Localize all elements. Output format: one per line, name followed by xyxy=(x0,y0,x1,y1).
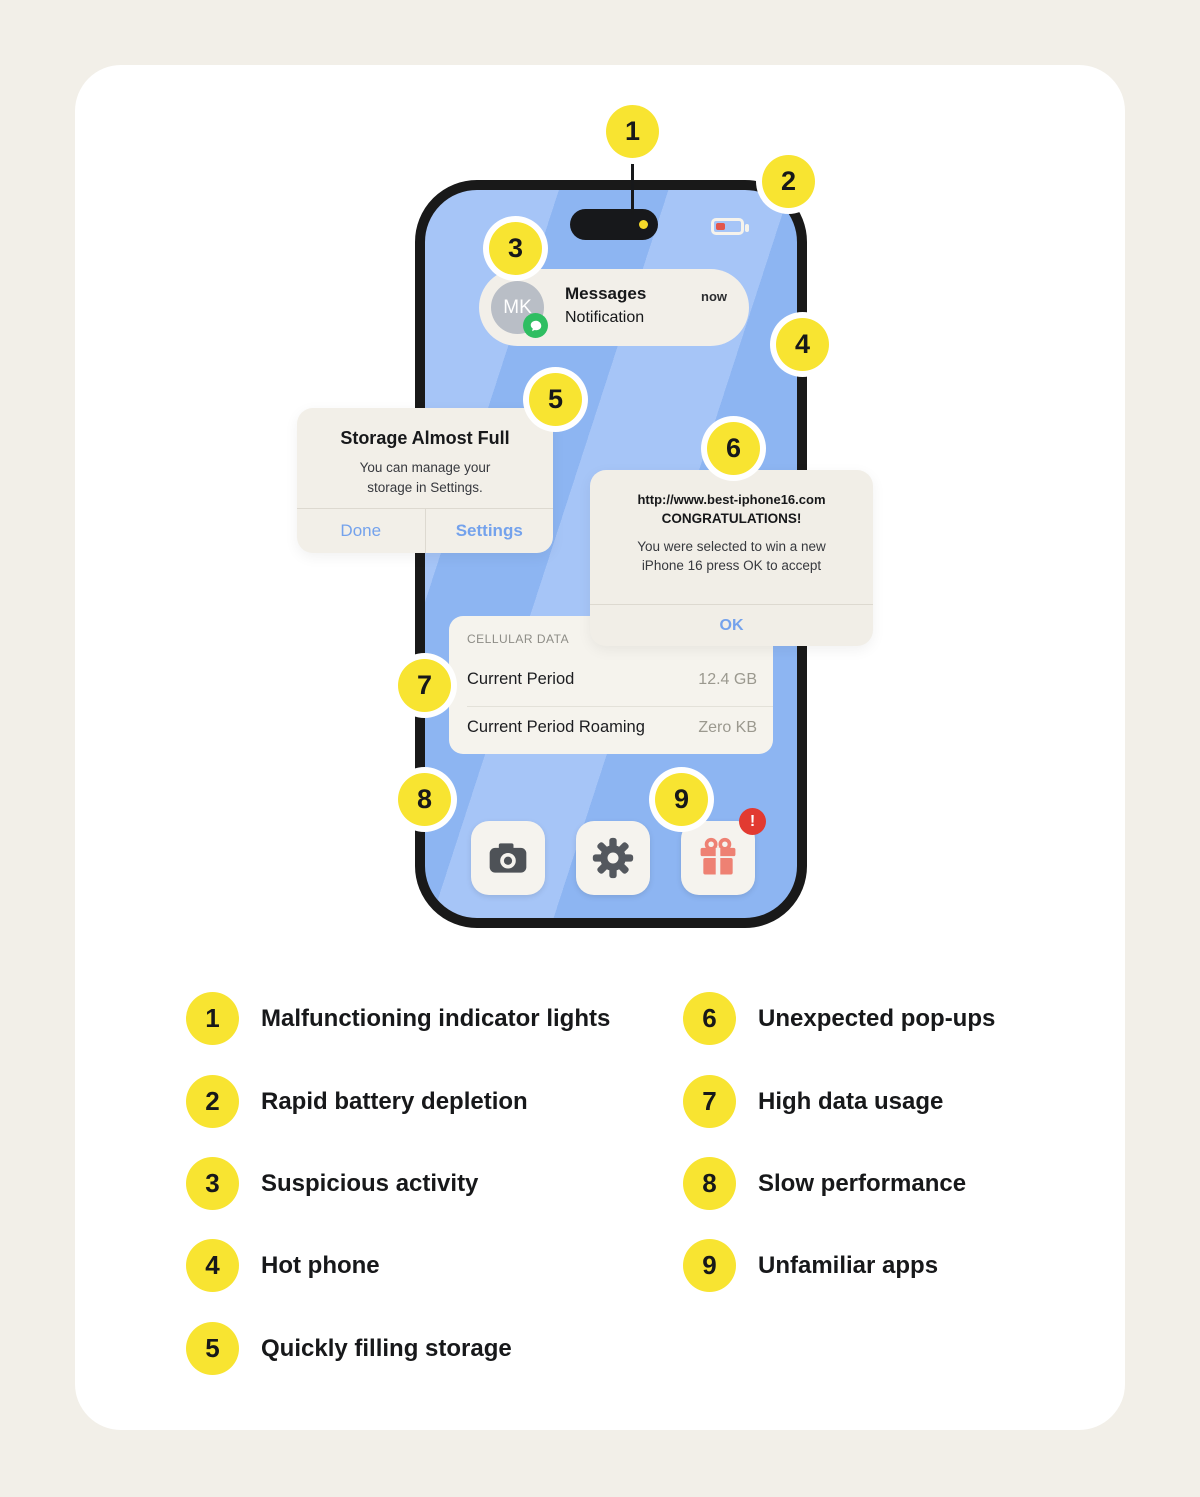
settings-button[interactable]: Settings xyxy=(424,509,554,553)
legend-number-badge: 3 xyxy=(186,1157,239,1210)
legend-number-badge: 9 xyxy=(683,1239,736,1292)
gift-app-tile[interactable]: ! xyxy=(681,808,766,895)
divider xyxy=(467,706,773,707)
gift-icon xyxy=(700,837,736,875)
battery-level xyxy=(716,223,725,230)
notification-app-name: Messages xyxy=(565,284,647,303)
cellular-row-label: Current Period xyxy=(467,670,575,688)
scam-popup-dialog: http://www.best-iphone16.com CONGRATULAT… xyxy=(590,470,873,646)
cellular-row-roaming: Current Period Roaming Zero KB xyxy=(467,718,757,737)
legend-number-badge: 4 xyxy=(186,1239,239,1292)
camera-indicator-dot-icon xyxy=(639,220,648,229)
legend-label: High data usage xyxy=(758,1087,944,1115)
notification-title: Notification xyxy=(565,309,645,326)
messages-app-icon xyxy=(523,313,548,338)
cellular-data-header: CELLULAR DATA xyxy=(467,632,570,646)
storage-alert-title: Storage Almost Full xyxy=(340,428,510,448)
callout-4: 4 xyxy=(776,318,829,371)
legend-number-badge: 8 xyxy=(683,1157,736,1210)
messages-notification[interactable]: MK Messages Notification now xyxy=(479,269,749,346)
notification-text: Messages Notification xyxy=(565,284,646,327)
cellular-row-label: Current Period Roaming xyxy=(467,718,645,736)
storage-alert-dialog: Storage Almost Full You can manage your … xyxy=(297,408,553,553)
legend-item: 1 Malfunctioning indicator lights xyxy=(186,992,610,1045)
legend-label: Hot phone xyxy=(261,1251,380,1279)
callout-7: 7 xyxy=(398,659,451,712)
popup-body: You were selected to win a new iPhone 16… xyxy=(637,539,826,573)
legend-label: Unfamiliar apps xyxy=(758,1251,939,1279)
legend-item: 8 Slow performance xyxy=(683,1157,966,1210)
divider xyxy=(590,604,873,605)
cellular-row-current-period: Current Period 12.4 GB xyxy=(467,670,757,689)
legend-label: Rapid battery depletion xyxy=(261,1087,528,1115)
settings-app-tile[interactable] xyxy=(576,821,650,895)
legend-number-badge: 5 xyxy=(186,1322,239,1375)
callout-6: 6 xyxy=(707,422,760,475)
legend-item: 6 Unexpected pop-ups xyxy=(683,992,995,1045)
storage-alert-buttons: Done Settings xyxy=(297,509,553,553)
notification-time: now xyxy=(701,289,727,304)
callout-1-connector-line xyxy=(631,158,634,215)
legend-item: 7 High data usage xyxy=(683,1075,943,1128)
storage-alert-body: You can manage your storage in Settings. xyxy=(359,460,491,495)
ok-button[interactable]: OK xyxy=(719,616,744,634)
camera-icon xyxy=(489,843,527,873)
legend-item: 9 Unfamiliar apps xyxy=(683,1239,938,1292)
popup-headline: CONGRATULATIONS! xyxy=(661,511,802,526)
callout-3: 3 xyxy=(489,222,542,275)
legend-number-badge: 2 xyxy=(186,1075,239,1128)
divider xyxy=(297,508,553,509)
legend-label: Malfunctioning indicator lights xyxy=(261,1004,611,1032)
callout-8: 8 xyxy=(398,773,451,826)
alert-badge: ! xyxy=(739,808,766,835)
legend-label: Unexpected pop-ups xyxy=(758,1004,996,1032)
legend-number-badge: 6 xyxy=(683,992,736,1045)
legend-item: 4 Hot phone xyxy=(186,1239,380,1292)
callout-2: 2 xyxy=(762,155,815,208)
camera-app-tile[interactable] xyxy=(471,821,545,895)
low-battery-icon xyxy=(711,218,749,235)
cellular-row-value: 12.4 GB xyxy=(698,670,757,688)
dynamic-island xyxy=(570,209,658,240)
gear-icon xyxy=(592,837,634,879)
legend-item: 3 Suspicious activity xyxy=(186,1157,478,1210)
callout-1: 1 xyxy=(606,105,659,158)
legend-label: Suspicious activity xyxy=(261,1169,479,1197)
legend-number-badge: 7 xyxy=(683,1075,736,1128)
chat-bubble-icon xyxy=(530,320,541,331)
done-button[interactable]: Done xyxy=(340,521,382,540)
legend-item: 5 Quickly filling storage xyxy=(186,1322,512,1375)
cellular-row-value: Zero KB xyxy=(698,718,757,736)
legend-label: Quickly filling storage xyxy=(261,1334,512,1362)
legend-label: Slow performance xyxy=(758,1169,967,1197)
legend-item: 2 Rapid battery depletion xyxy=(186,1075,528,1128)
callout-9: 9 xyxy=(655,773,708,826)
popup-url: http://www.best-iphone16.com xyxy=(637,492,826,507)
avatar: MK xyxy=(491,281,544,334)
callout-5: 5 xyxy=(529,373,582,426)
legend-number-badge: 1 xyxy=(186,992,239,1045)
